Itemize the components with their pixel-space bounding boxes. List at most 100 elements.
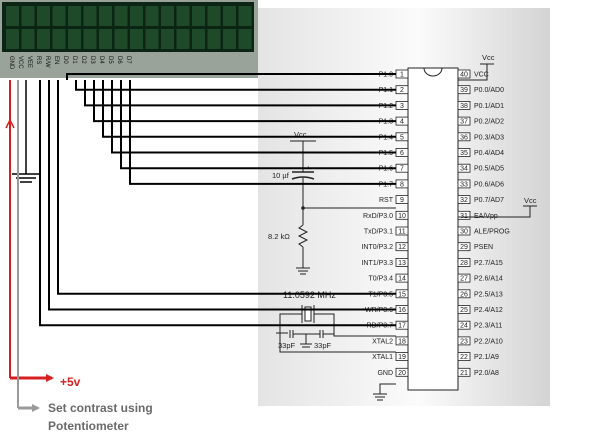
chip-pin-right (457, 210, 471, 220)
chip-pin-number: 34 (460, 166, 468, 173)
chip-pin-label: RST (379, 197, 394, 204)
chip-pin-number: 12 (398, 244, 406, 251)
lcd-wire (111, 80, 396, 154)
chip-pin-right (457, 148, 471, 157)
chip-pin-label: INT0/P3.2 (361, 244, 393, 251)
chip-pin-number: 26 (460, 291, 468, 298)
chip-pin-number: 14 (398, 276, 406, 283)
chip-pin-right (457, 273, 471, 283)
contrast-note-line2: Potentiometer (48, 419, 129, 433)
chip-ground (373, 383, 396, 401)
chip-pin-right (457, 163, 471, 173)
lcd-pin-label: D6 (116, 56, 122, 64)
chip-pin-number: 1 (400, 72, 404, 79)
vcc-top-label: Vcc (482, 53, 495, 62)
chip-pin-label: INT1/P3.3 (361, 260, 393, 267)
lcd-char-cell (114, 29, 128, 49)
chip-body (407, 67, 459, 391)
chip-pin-label: XTAL2 (372, 338, 393, 345)
chip-pin-number: 10 (398, 213, 406, 220)
supply-5v: +5v (5, 80, 81, 389)
chip-pin-number: 8 (400, 181, 404, 188)
chip-pin-right (457, 226, 471, 236)
chip-pin-label: P0.1/AD1 (474, 103, 504, 110)
chip-pin-label: P0.0/AD0 (474, 87, 504, 94)
chip-pin-label: P0.3/AD3 (474, 134, 504, 141)
chip-pin-number: 9 (400, 197, 404, 204)
resistor-label: 8.2 kΩ (268, 232, 290, 241)
chip-pin-number: 16 (398, 307, 406, 314)
lcd-char-cell (145, 29, 159, 49)
chip-pin-left (395, 210, 409, 220)
microcontroller-8051: 1P1.02P1.13P1.24P1.35P1.46P1.57P1.68P1.7… (361, 67, 510, 391)
chip-pin-right (457, 352, 471, 362)
lcd-pin-label: D5 (107, 56, 113, 64)
chip-pin-number: 24 (460, 323, 468, 330)
lcd-wire (84, 80, 396, 107)
chip-pin-label: RxD/P3.0 (363, 213, 393, 220)
vcc-right-label: Vcc (524, 196, 537, 205)
chip-pin-number: 15 (398, 291, 406, 298)
lcd-char-cell (52, 29, 66, 49)
chip-pin-number: 23 (460, 338, 468, 345)
chip-pin-number: 21 (460, 370, 468, 377)
chip-pin-label: P2.7/A15 (474, 260, 503, 267)
lcd-char-cell (21, 29, 35, 49)
plus5v-label: +5v (60, 375, 81, 389)
chip-pin-number: 3 (400, 103, 404, 110)
lcd-char-cell (6, 6, 19, 26)
reset-circuit: Vcc + 10 µf 8.2 kΩ (268, 130, 396, 275)
data-wires (39, 73, 396, 327)
chip-pin-right (457, 179, 471, 189)
cap1-label: 33pF (278, 341, 296, 350)
chip-pin-number: 35 (460, 150, 468, 157)
chip-pin-number: 11 (398, 229, 405, 236)
chip-pin-number: 4 (400, 119, 404, 126)
chip-pin-number: 32 (460, 197, 468, 204)
crystal-circuit: 11.0592 MHz 33pF 33pF (276, 290, 396, 353)
chip-pin-label: TxD/P3.1 (364, 229, 393, 236)
lcd-char-cell (83, 29, 97, 49)
chip-pin-right (457, 336, 471, 346)
chip-pin-label: PSEN (474, 244, 493, 251)
chip-pin-right (457, 242, 471, 252)
chip-pin-number: 31 (460, 213, 468, 220)
lcd-pin-label: GND (8, 56, 14, 70)
chip-pin-number: 37 (460, 119, 468, 126)
chip-pin-number: 20 (398, 370, 406, 377)
chip-pin-number: 36 (460, 134, 468, 141)
chip-pin-label: P0.4/AD4 (474, 150, 504, 157)
chip-pin-number: 18 (398, 338, 406, 345)
chip-pin-right (457, 116, 471, 126)
chip-pin-number: 29 (460, 244, 468, 251)
lcd-char-cell (130, 6, 143, 26)
lcd-char-cell (68, 29, 81, 49)
chip-pin-left (395, 352, 409, 362)
chip-pin-right (457, 101, 471, 110)
lcd-char-cell (21, 6, 35, 26)
lcd-pin-label: D4 (98, 56, 104, 64)
chip-pin-label: P2.2/A10 (474, 338, 503, 345)
chip-pin-number: 7 (400, 166, 404, 173)
lcd-char-cell (37, 29, 50, 49)
vcc-ea: Vcc (458, 196, 537, 218)
lcd-wire (129, 80, 396, 185)
lcd-char-cell (145, 6, 159, 26)
chip-pin-label: P2.6/A14 (474, 276, 503, 283)
chip-pin-number: 27 (460, 276, 468, 283)
chip-pin-right (457, 195, 471, 205)
crystal-label: 11.0592 MHz (283, 290, 336, 300)
lcd-wire (93, 80, 396, 123)
chip-pin-label: P2.3/A11 (474, 323, 502, 330)
chip-pin-label: GND (377, 370, 393, 377)
lcd-pin-label: RS (35, 56, 41, 64)
chip-pin-number: 5 (400, 134, 404, 141)
chip-pin-right (457, 289, 471, 299)
lcd-char-cell (176, 6, 190, 26)
lcd-char-cell (161, 6, 174, 26)
chip-pin-number: 22 (460, 354, 468, 361)
chip-pin-number: 13 (398, 260, 406, 267)
lcd-char-cell (6, 29, 19, 49)
lcd-char-cell (161, 29, 174, 49)
crystal (304, 306, 312, 322)
